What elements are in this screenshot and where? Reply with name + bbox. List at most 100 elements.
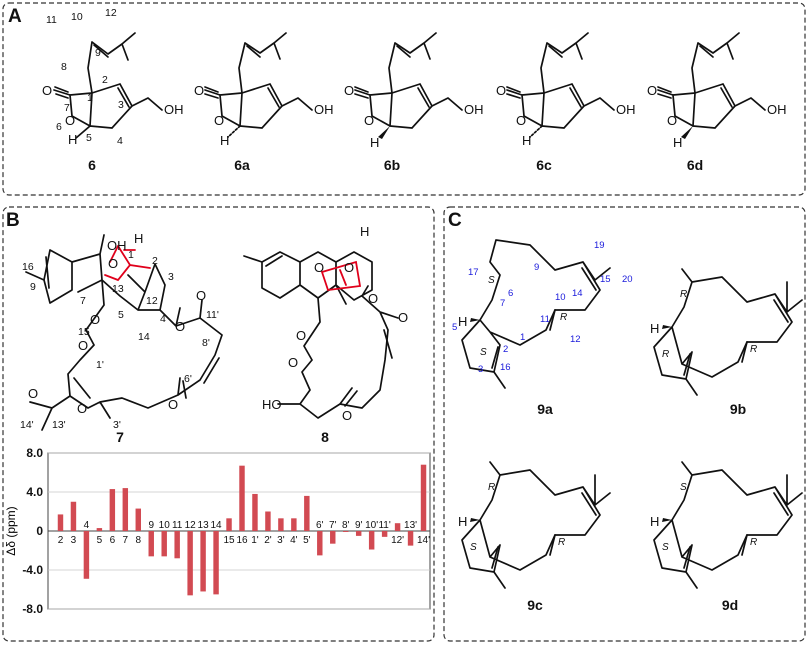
structure-6d: O O OH H (647, 32, 787, 150)
chart-bar-2 (57, 514, 64, 531)
atom-o-ring: O (65, 113, 75, 128)
chart-y-tick-label: 8.0 (26, 446, 43, 460)
chart-bar-6p (317, 531, 323, 556)
atom-num-14p: 14' (20, 419, 34, 431)
chart-x-label: 9 (148, 520, 154, 531)
compound-label-6c: 6c (536, 157, 552, 173)
chart-bar-15 (226, 518, 232, 531)
atom-num-3: 3 (118, 99, 124, 111)
atom-h: H (360, 224, 369, 239)
atom-o: O (168, 397, 178, 412)
compound-label-6b: 6b (384, 157, 400, 173)
structure-9b: H R R R (650, 268, 803, 396)
chart-x-label: 14' (417, 535, 430, 546)
chart-x-label: 7 (123, 535, 129, 546)
atom-num-13: 13 (112, 283, 124, 295)
atom-num-11: 11 (540, 314, 550, 325)
atom-h: H (458, 314, 467, 329)
chart-x-label: 2' (264, 535, 272, 546)
atom-num-11: 11 (46, 14, 57, 26)
chart-x-label: 2 (58, 535, 64, 546)
atom-o-carbonyl: O (42, 83, 52, 98)
atom-num-2: 2 (102, 74, 108, 86)
atom-o-red: O (108, 256, 118, 271)
atom-num-12: 12 (570, 334, 581, 345)
structure-6b: O O OH H (344, 32, 484, 150)
compound-label-8: 8 (321, 429, 329, 445)
atom-num-9: 9 (95, 47, 101, 59)
chart-x-label: 10 (159, 520, 171, 531)
stereo-r-11: R (560, 312, 567, 323)
atom-num-2: 2 (503, 344, 508, 355)
chart-bar-7 (122, 488, 129, 531)
atom-num-12: 12 (146, 295, 158, 307)
chart-x-label: 5' (303, 535, 311, 546)
atom-num-10: 10 (71, 11, 83, 23)
atom-num-3: 3 (478, 364, 483, 375)
chart-x-label: 8 (135, 535, 141, 546)
compound-label-9a: 9a (537, 401, 553, 417)
atom-num-11p: 11' (206, 309, 219, 321)
chart-bar-4p (291, 518, 297, 531)
chart-y-axis-label: Δδ (ppm) (4, 506, 18, 555)
atom-h: H (220, 133, 229, 148)
chart-x-label: 5 (97, 535, 103, 546)
atom-h: H (370, 135, 379, 150)
chart-bar-11 (174, 531, 180, 559)
atom-o: O (175, 319, 185, 334)
chart-bar-8p (343, 531, 349, 532)
atom-num-20: 20 (622, 274, 633, 285)
compound-label-9b: 9b (730, 401, 746, 417)
chart-bar-8 (135, 508, 141, 531)
atom-num-9: 9 (534, 262, 539, 273)
chart-bar-6 (109, 489, 116, 531)
chart-bar-3 (70, 501, 77, 531)
atom-num-8: 8 (61, 61, 67, 73)
atom-oh: OH (164, 102, 184, 117)
stereo-r: R (750, 344, 757, 355)
atom-num-6: 6 (508, 288, 513, 299)
chart-x-label: 10' (365, 520, 378, 531)
chart-bar-14p (420, 464, 427, 531)
atom-num-5: 5 (118, 309, 124, 321)
panel-a-frame (2, 2, 806, 196)
chart-y-tick-label: -8.0 (22, 602, 43, 616)
stereo-r: R (680, 289, 687, 300)
atom-h: H (68, 132, 77, 147)
atom-num-13p: 13' (52, 419, 66, 431)
atom-o-ring: O (314, 260, 324, 275)
atom-num-3p: 3' (113, 419, 121, 431)
structure-8: O O H O O HO O O O (243, 224, 408, 423)
atom-o: O (398, 310, 408, 325)
atom-o: O (496, 83, 506, 98)
atom-num-1: 1 (520, 332, 525, 343)
atom-o: O (196, 288, 206, 303)
chart-x-label: 11' (378, 520, 390, 531)
atom-oh: OH (616, 102, 636, 117)
atom-num-16: 16 (500, 362, 511, 373)
panel-label-c: C (448, 210, 462, 231)
chart-bar-4 (83, 531, 90, 579)
atom-num-9: 9 (30, 281, 36, 293)
chart-y-tick-label: -4.0 (22, 563, 43, 577)
chart-bar-11p (381, 531, 388, 537)
atom-oh: OH (107, 238, 127, 253)
structure-6c: O O OH H (496, 32, 636, 148)
structure-7: OH H O O O O O O O O 1 2 3 16 9 12 13 7 … (20, 231, 223, 431)
atom-oh: OH (314, 102, 334, 117)
chart-x-label: 7' (329, 520, 337, 531)
chart-x-label: 13' (404, 520, 417, 531)
compound-label-6d: 6d (687, 157, 703, 173)
atom-oh: OH (767, 102, 787, 117)
atom-num-1p: 1' (96, 359, 104, 371)
chart-bar-14 (213, 531, 219, 595)
atom-o: O (194, 83, 204, 98)
atom-o: O (78, 338, 88, 353)
chart-bar-13p (407, 531, 414, 546)
atom-num-6: 6 (56, 121, 62, 133)
atom-num-12: 12 (105, 7, 117, 19)
chart-bar-10p (368, 531, 375, 550)
chart-bar-7p (330, 531, 336, 544)
atom-h: H (650, 514, 659, 529)
atom-o: O (342, 408, 352, 423)
